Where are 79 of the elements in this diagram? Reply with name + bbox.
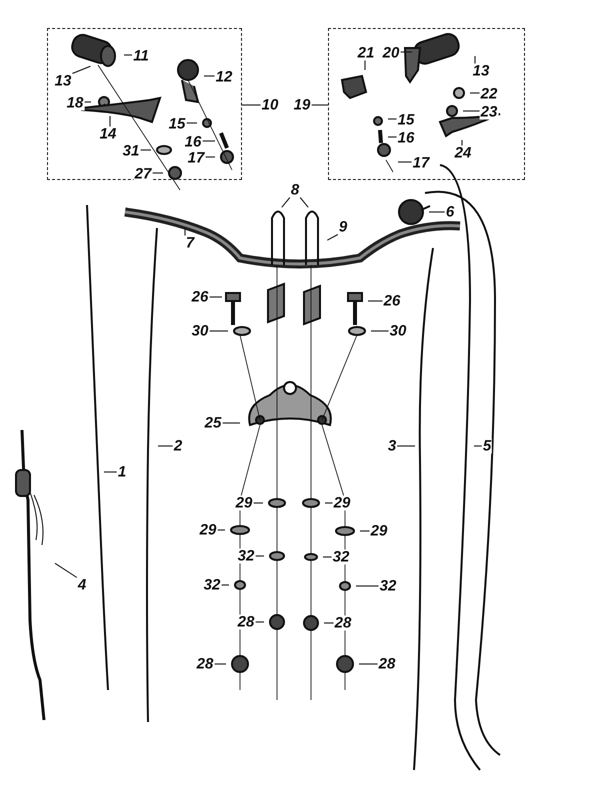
callout-number: 25 (204, 416, 222, 430)
callout-number: 11 (132, 48, 150, 64)
group-frame (47, 28, 242, 180)
leader-line (324, 502, 334, 504)
callout-number: 10 (260, 98, 280, 112)
callout-number: 5 (482, 438, 492, 454)
callout-number: 16 (184, 134, 202, 150)
leader-line (474, 56, 476, 64)
leader-line (184, 228, 186, 236)
callout-number: 20 (382, 46, 400, 60)
callout-number: 13 (54, 74, 72, 88)
callout-number: 16 (396, 130, 416, 146)
leader-line (54, 562, 78, 578)
leader-line (242, 104, 262, 106)
callout-number: 9 (338, 220, 348, 234)
callout-number: 15 (396, 112, 416, 128)
callout-number: 32 (332, 550, 350, 564)
callout-number: 26 (190, 290, 210, 304)
callout-number: 15 (168, 116, 186, 132)
callout-number: 29 (332, 496, 352, 510)
leader-line (208, 330, 228, 332)
leader-line (462, 110, 480, 112)
callout-number: 21 (356, 46, 376, 60)
leader-line (310, 104, 328, 106)
leader-line (72, 66, 91, 74)
leader-line (204, 156, 216, 158)
callout-number: 30 (388, 324, 408, 338)
callout-number: 12 (214, 70, 234, 84)
leader-line (324, 622, 334, 624)
callout-number: 23 (480, 104, 498, 120)
group-frame (328, 28, 525, 180)
leader-line (326, 234, 338, 241)
leader-line (360, 530, 370, 532)
leader-line (470, 92, 480, 94)
callout-number: 32 (378, 578, 398, 594)
callout-number: 6 (444, 204, 456, 220)
leader-line (202, 140, 216, 142)
leader-line (388, 118, 398, 120)
callout-number: 24 (454, 146, 472, 160)
callout-number: 27 (134, 166, 152, 182)
leader-line (152, 172, 164, 174)
callout-number: 2 (172, 438, 184, 454)
leader-line (281, 197, 290, 208)
callout-number: 31 (122, 144, 140, 158)
leader-line (388, 136, 398, 138)
leader-line (368, 300, 384, 302)
leader-line (252, 502, 264, 504)
callout-number: 4 (76, 578, 88, 592)
callout-number: 28 (196, 656, 214, 672)
callout-number: 32 (236, 548, 256, 564)
leader-line (370, 330, 390, 332)
callout-number: 28 (334, 616, 352, 630)
leader-line (220, 584, 230, 586)
callout-number: 7 (184, 236, 196, 250)
callout-number: 29 (370, 524, 388, 538)
callout-number: 26 (382, 294, 402, 308)
callout-number: 3 (386, 438, 398, 454)
leader-line (322, 556, 332, 558)
leader-line (208, 296, 222, 298)
leader-line (222, 422, 240, 424)
callout-number: 28 (378, 656, 396, 672)
leader-line (124, 54, 133, 56)
leader-line (364, 60, 366, 70)
callout-number: 18 (66, 96, 84, 110)
callout-number: 30 (190, 324, 210, 338)
callout-number: 13 (472, 64, 490, 78)
callout-number: 8 (290, 182, 300, 198)
callout-number: 32 (202, 578, 222, 592)
callout-number: 17 (412, 156, 430, 170)
leader-line (300, 197, 309, 208)
callout-number: 22 (480, 86, 498, 102)
callout-number: 29 (234, 496, 254, 510)
callout-number: 17 (186, 150, 206, 166)
leader-line (186, 122, 198, 124)
callout-number: 28 (236, 614, 256, 630)
callout-number: 19 (292, 98, 312, 112)
callout-number: 29 (198, 522, 218, 538)
callout-number: 14 (98, 126, 118, 142)
callout-number: 1 (116, 464, 128, 480)
